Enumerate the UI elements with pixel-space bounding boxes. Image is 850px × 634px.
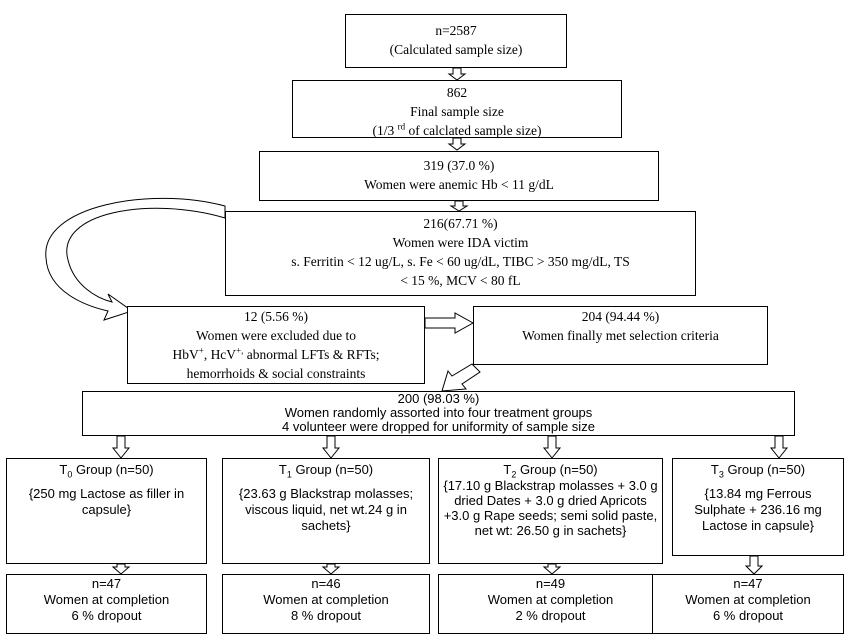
ida-count: 216(67.71 %): [423, 216, 498, 231]
dropout-rate: 6 % dropout: [712, 608, 784, 623]
selected-box: 204 (94.44 %) Women finally met selectio…: [473, 306, 768, 365]
completion-box-t0: n=47 Women at completion 6 % dropout: [6, 574, 207, 634]
calculated-sample-count: n=2587: [435, 23, 477, 38]
group-box-t2: T2 Group (n=50) {17.10 g Blackstrap mola…: [438, 458, 663, 564]
completion-box-t3: n=47 Women at completion 6 % dropout: [652, 574, 844, 634]
excluded-reasons-1: HbV+, HcV+, abnormal LFTs & RFTs;: [172, 345, 380, 362]
excluded-count: 12 (5.56 %): [243, 309, 309, 324]
group-title: T2 Group (n=50): [503, 462, 598, 480]
group-title: T0 Group (n=50): [59, 462, 154, 480]
excluded-reasons-2: hemorrhoids & social constraints: [186, 366, 366, 381]
completion-count: n=47: [91, 576, 122, 591]
down-arrow-icon: [449, 200, 469, 212]
excluded-label: Women were excluded due to: [195, 328, 357, 343]
down-arrow-icon: [111, 563, 131, 575]
completion-label: Women at completion: [685, 592, 811, 607]
completion-box-t1: n=46 Women at completion 8 % dropout: [222, 574, 430, 634]
completion-label: Women at completion: [263, 592, 389, 607]
final-sample-count: 862: [446, 85, 468, 100]
selected-label: Women finally met selection criteria: [522, 328, 719, 343]
randomized-count: 200 (98.03 %): [397, 391, 480, 406]
down-arrow-icon: [447, 137, 467, 151]
final-sample-note: (1/3 rd of calclated sample size): [372, 121, 542, 138]
down-arrow-icon: [542, 563, 562, 575]
dropout-rate: 6 % dropout: [71, 608, 142, 623]
completion-count: n=47: [733, 576, 763, 591]
group-box-t0: T0 Group (n=50) {250 mg Lactose as fille…: [6, 458, 207, 564]
diagonal-arrow-icon: [441, 363, 481, 392]
dropout-rate: 2 % dropout: [515, 608, 586, 623]
down-arrow-icon: [542, 435, 562, 459]
group-description: {23.63 g Blackstrap molasses; viscous li…: [238, 486, 414, 533]
final-sample-box: 862 Final sample size (1/3 rd of calclat…: [292, 80, 622, 138]
randomized-note: 4 volunteer were dropped for uniformity …: [282, 419, 595, 434]
calculated-sample-label: (Calculated sample size): [389, 42, 523, 57]
anemic-box: 319 (37.0 %) Women were anemic Hb < 11 g…: [259, 151, 659, 201]
randomized-box: 200 (98.03 %) Women randomly assorted in…: [82, 391, 795, 436]
ida-label: Women were IDA victim: [392, 235, 529, 250]
selected-count: 204 (94.44 %): [581, 309, 660, 324]
down-arrow-icon: [321, 563, 341, 575]
anemic-label: Women were anemic Hb < 11 g/dL: [364, 177, 554, 192]
down-arrow-icon: [321, 435, 341, 459]
down-arrow-icon: [769, 435, 789, 459]
curved-arrow-icon: [45, 197, 226, 321]
ida-criteria-2: < 15 %, MCV < 80 fL: [400, 273, 521, 288]
excluded-box: 12 (5.56 %) Women were excluded due to H…: [127, 306, 425, 384]
ida-box: 216(67.71 %) Women were IDA victim s. Fe…: [225, 211, 696, 296]
group-description: {13.84 mg Ferrous Sulphate + 236.16 mg L…: [694, 486, 822, 533]
down-arrow-icon: [447, 67, 467, 81]
group-title: T3 Group (n=50): [710, 462, 806, 480]
completion-label: Women at completion: [43, 592, 170, 607]
completion-count: n=46: [311, 576, 341, 591]
group-box-t1: T1 Group (n=50) {23.63 g Blackstrap mola…: [222, 458, 430, 564]
group-box-t3: T3 Group (n=50) {13.84 mg Ferrous Sulpha…: [672, 458, 844, 556]
group-title: T1 Group (n=50): [278, 462, 374, 480]
completion-label: Women at completion: [487, 592, 614, 607]
final-sample-label: Final sample size: [410, 104, 504, 119]
ida-criteria-1: s. Ferritin < 12 ug/L, s. Fe < 60 ug/dL,…: [291, 254, 630, 269]
down-arrow-icon: [744, 555, 764, 575]
group-description: {250 mg Lactose as filler in capsule}: [28, 486, 185, 517]
right-arrow-icon: [424, 312, 475, 334]
completion-count: n=49: [535, 576, 566, 591]
anemic-count: 319 (37.0 %): [423, 158, 495, 173]
randomized-label: Women randomly assorted into four treatm…: [284, 405, 593, 420]
group-description: {17.10 g Blackstrap molasses + 3.0 g dri…: [443, 478, 658, 538]
dropout-rate: 8 % dropout: [290, 608, 362, 623]
calculated-sample-box: n=2587 (Calculated sample size): [345, 14, 567, 68]
down-arrow-icon: [111, 435, 131, 459]
completion-box-t2: n=49 Women at completion 2 % dropout: [438, 574, 663, 634]
